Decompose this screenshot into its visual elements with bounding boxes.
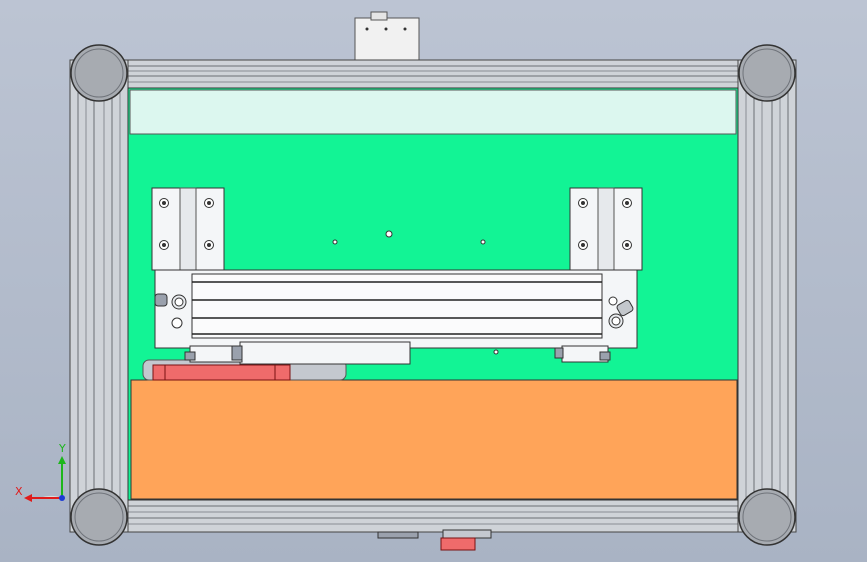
- frame-corner-caps: [70, 44, 796, 546]
- base-block: [130, 379, 738, 500]
- bottom-fitting: [377, 531, 419, 539]
- axis-x-label: X: [15, 485, 23, 498]
- coordinate-triad-icon: Y X: [14, 440, 74, 510]
- bottom-fitting: [442, 529, 492, 539]
- red-stop-block: [152, 364, 291, 381]
- left-cylinder-bracket: [151, 187, 225, 271]
- cylinder-slide: [184, 341, 611, 365]
- plate-hole: [332, 239, 338, 245]
- axis-y-label: Y: [59, 442, 66, 455]
- right-cylinder-bracket: [569, 187, 643, 271]
- top-cover-strip: [129, 89, 737, 135]
- plate-hole: [493, 349, 499, 355]
- aluminum-frame: [69, 59, 797, 533]
- top-bracket: [354, 11, 420, 61]
- plate-hole: [385, 230, 393, 238]
- pneumatic-cylinder: [154, 269, 638, 349]
- plate-hole: [480, 239, 486, 245]
- bottom-red-fitting: [440, 537, 476, 551]
